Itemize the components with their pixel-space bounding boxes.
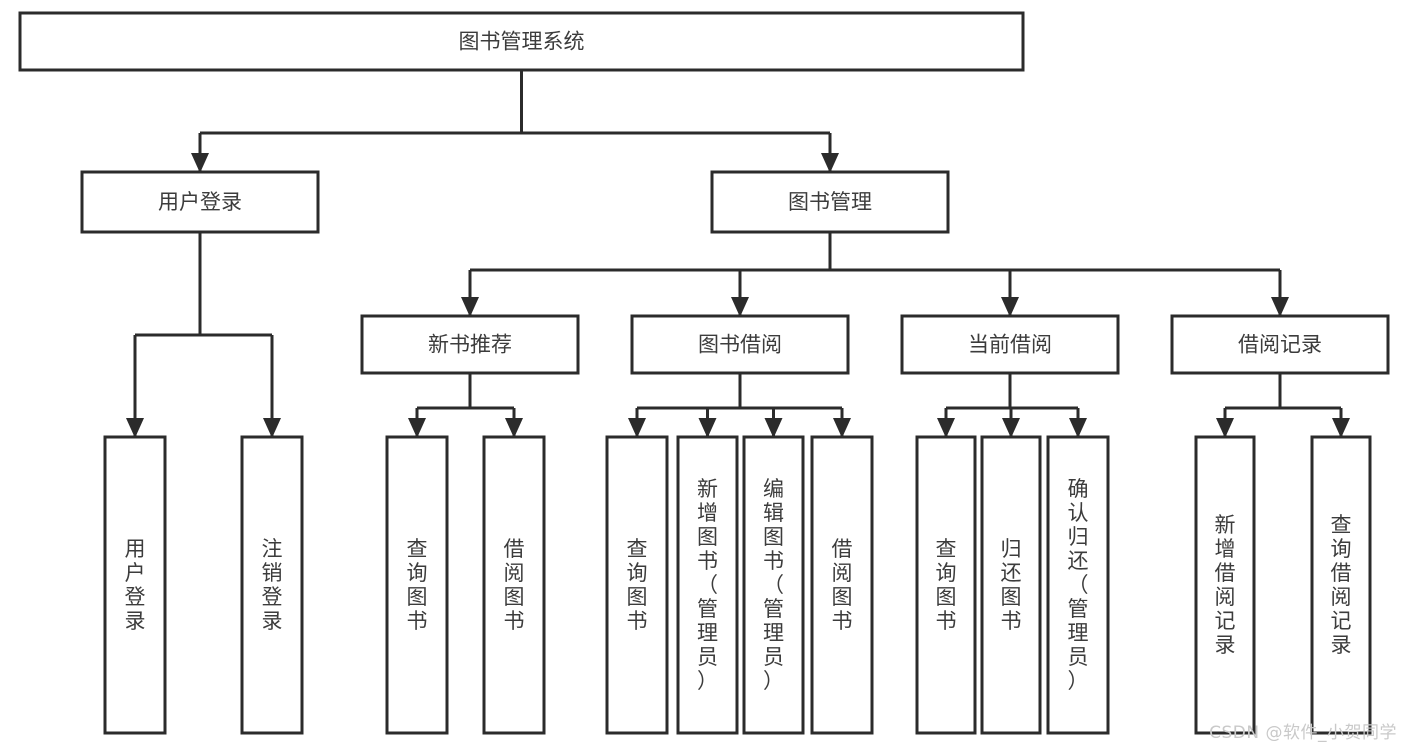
node-new-book-recommend[interactable]: 新书推荐 bbox=[360, 314, 580, 375]
node-book-management-rect[interactable] bbox=[710, 170, 950, 234]
record-leaves-arrow-1 bbox=[1332, 418, 1350, 438]
node-leaf-9[interactable]: 归还图书 bbox=[980, 435, 1042, 735]
node-leaf-5-label: 新增图书（管理员） bbox=[697, 477, 718, 693]
node-leaf-5-rect[interactable] bbox=[676, 435, 739, 735]
node-leaf-12-rect[interactable] bbox=[1310, 435, 1372, 735]
node-leaf-12-label: 查询借阅记录 bbox=[1331, 513, 1352, 657]
node-leaf-10-label: 确认归还（管理员） bbox=[1068, 477, 1089, 693]
current-leaves-arrow-0 bbox=[937, 418, 955, 438]
node-leaf-6-label: 编辑图书（管理员） bbox=[763, 477, 784, 693]
borrow-leaves-arrow-3 bbox=[833, 418, 851, 438]
node-leaf-6[interactable]: 编辑图书（管理员） bbox=[742, 435, 805, 735]
node-user-login[interactable]: 用户登录 bbox=[80, 170, 320, 234]
node-root-system-label: 图书管理系统 bbox=[459, 30, 585, 54]
node-borrow-record[interactable]: 借阅记录 bbox=[1170, 314, 1390, 375]
node-leaf-4-label: 查询图书 bbox=[627, 537, 648, 633]
node-current-borrow-label: 当前借阅 bbox=[968, 333, 1052, 357]
node-leaf-7-rect[interactable] bbox=[810, 435, 874, 735]
node-book-management[interactable]: 图书管理 bbox=[710, 170, 950, 234]
node-leaf-7[interactable]: 借阅图书 bbox=[810, 435, 874, 735]
books-to-level3-arrow-0 bbox=[461, 297, 479, 317]
current-leaves-arrow-2 bbox=[1069, 418, 1087, 438]
node-leaf-9-label: 归还图书 bbox=[1001, 537, 1022, 633]
node-leaf-8-label: 查询图书 bbox=[936, 537, 957, 633]
newbook-leaves-arrow-0 bbox=[408, 418, 426, 438]
current-leaves-arrow-1 bbox=[1002, 418, 1020, 438]
node-borrow-record-label: 借阅记录 bbox=[1238, 333, 1322, 357]
login-leaves-arrow-0 bbox=[126, 418, 144, 438]
node-book-management-label: 图书管理 bbox=[788, 190, 872, 214]
node-leaf-10[interactable]: 确认归还（管理员） bbox=[1046, 435, 1110, 735]
node-leaf-0-label: 用户登录 bbox=[125, 537, 146, 633]
node-leaf-12[interactable]: 查询借阅记录 bbox=[1310, 435, 1372, 735]
node-leaf-5[interactable]: 新增图书（管理员） bbox=[676, 435, 739, 735]
root-to-level2-arrow-1 bbox=[821, 153, 839, 173]
node-leaf-11-rect[interactable] bbox=[1194, 435, 1256, 735]
node-leaf-0[interactable]: 用户登录 bbox=[103, 435, 167, 735]
node-layer: 图书管理系统用户登录图书管理新书推荐图书借阅当前借阅借阅记录用户登录注销登录查询… bbox=[18, 11, 1390, 735]
node-leaf-1[interactable]: 注销登录 bbox=[240, 435, 304, 735]
node-leaf-3-rect[interactable] bbox=[482, 435, 546, 735]
node-new-book-recommend-rect[interactable] bbox=[360, 314, 580, 375]
node-book-borrow[interactable]: 图书借阅 bbox=[630, 314, 850, 375]
node-leaf-8[interactable]: 查询图书 bbox=[915, 435, 977, 735]
node-user-login-rect[interactable] bbox=[80, 170, 320, 234]
csdn-watermark: CSDN @软件_小贺同学 bbox=[1209, 723, 1397, 743]
node-leaf-2-label: 查询图书 bbox=[407, 537, 428, 633]
node-leaf-1-label: 注销登录 bbox=[262, 537, 283, 633]
node-leaf-4[interactable]: 查询图书 bbox=[605, 435, 669, 735]
node-leaf-2[interactable]: 查询图书 bbox=[385, 435, 449, 735]
borrow-leaves-arrow-2 bbox=[764, 418, 783, 438]
books-to-level3-arrow-2 bbox=[1001, 297, 1019, 317]
node-leaf-10-rect[interactable] bbox=[1046, 435, 1110, 735]
node-current-borrow[interactable]: 当前借阅 bbox=[900, 314, 1120, 375]
node-root-system[interactable]: 图书管理系统 bbox=[18, 11, 1025, 72]
node-leaf-8-rect[interactable] bbox=[915, 435, 977, 735]
node-book-borrow-rect[interactable] bbox=[630, 314, 850, 375]
node-leaf-3[interactable]: 借阅图书 bbox=[482, 435, 546, 735]
connector-layer bbox=[126, 70, 1350, 438]
node-leaf-6-rect[interactable] bbox=[742, 435, 805, 735]
books-to-level3-arrow-1 bbox=[731, 297, 749, 317]
node-current-borrow-rect[interactable] bbox=[900, 314, 1120, 375]
borrow-leaves-arrow-0 bbox=[628, 418, 646, 438]
root-to-level2-arrow-0 bbox=[191, 153, 209, 173]
newbook-leaves-arrow-1 bbox=[505, 418, 523, 438]
node-root-system-rect[interactable] bbox=[18, 11, 1025, 72]
node-leaf-11[interactable]: 新增借阅记录 bbox=[1194, 435, 1256, 735]
node-new-book-recommend-label: 新书推荐 bbox=[428, 333, 512, 357]
node-leaf-3-label: 借阅图书 bbox=[504, 537, 525, 633]
borrow-leaves-arrow-1 bbox=[698, 418, 717, 438]
node-leaf-7-label: 借阅图书 bbox=[832, 537, 853, 633]
node-leaf-4-rect[interactable] bbox=[605, 435, 669, 735]
books-to-level3-arrow-3 bbox=[1271, 297, 1289, 317]
node-leaf-9-rect[interactable] bbox=[980, 435, 1042, 735]
node-book-borrow-label: 图书借阅 bbox=[698, 333, 782, 357]
node-leaf-11-label: 新增借阅记录 bbox=[1215, 513, 1236, 657]
login-leaves-arrow-1 bbox=[263, 418, 281, 438]
node-leaf-2-rect[interactable] bbox=[385, 435, 449, 735]
node-user-login-label: 用户登录 bbox=[158, 190, 242, 214]
record-leaves-arrow-0 bbox=[1216, 418, 1234, 438]
node-borrow-record-rect[interactable] bbox=[1170, 314, 1390, 375]
node-leaf-0-rect[interactable] bbox=[103, 435, 167, 735]
node-leaf-1-rect[interactable] bbox=[240, 435, 304, 735]
